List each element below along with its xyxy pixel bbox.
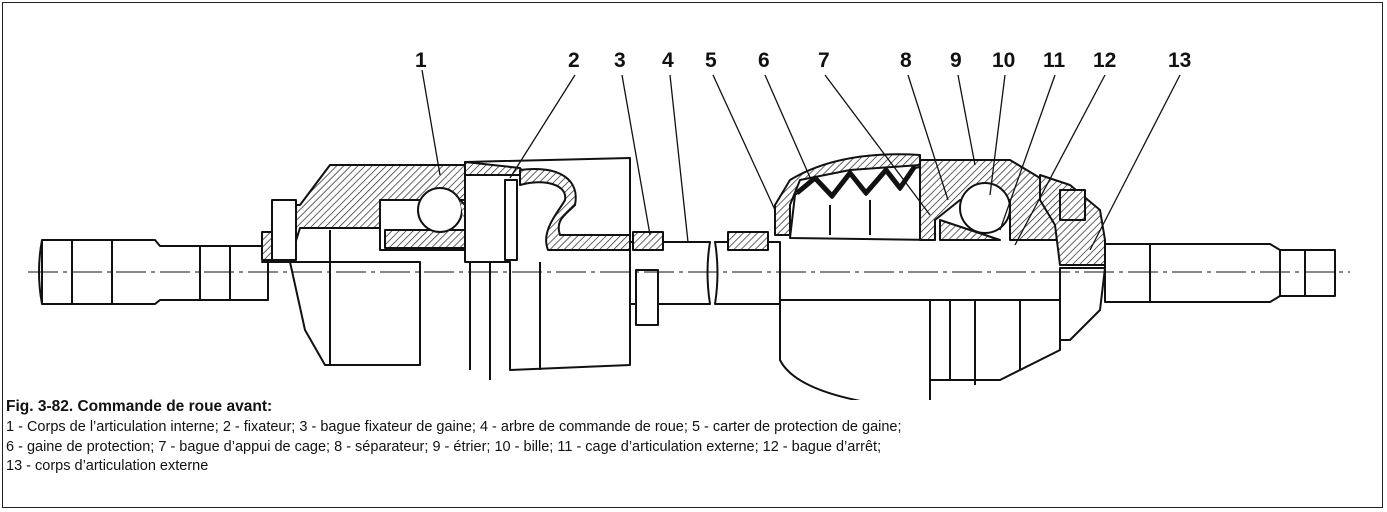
outer-boot [774, 153, 936, 400]
callout-5: 5 [705, 49, 717, 72]
callout-11: 11 [1043, 49, 1066, 72]
drive-shaft [629, 231, 781, 326]
caption-title: Fig. 3-82. Commande de roue avant: [6, 398, 273, 415]
callout-8: 8 [900, 49, 912, 72]
legend-item: 9 - étrier; [432, 438, 495, 455]
outer-joint [919, 159, 1061, 385]
figure-caption: Fig. 3-82. Commande de roue avant: 1 - C… [6, 397, 1378, 477]
callout-7: 7 [818, 49, 830, 72]
callout-1: 1 [415, 49, 427, 72]
legend-item: 10 - bille; [494, 438, 558, 455]
legend-item: 11 - cage d’articulation externe; [557, 438, 763, 455]
legend-item: 3 - bague fixateur de gaine; [299, 419, 480, 435]
legend-item: 6 - gaine de protection; [6, 438, 159, 455]
caption-legend: 1 - Corps de l’articulation interne; 2 -… [6, 418, 1378, 477]
callout-3: 3 [614, 49, 626, 72]
callout-10: 10 [992, 49, 1015, 72]
legend-item: 5 - carter de protection de gaine; [691, 419, 902, 435]
legend-item: 1 - Corps de l’articulation interne; [6, 419, 223, 435]
legend-item: 4 - arbre de commande de roue; [479, 419, 692, 435]
outer-joint-housing [1039, 174, 1336, 341]
inner-joint-cage [379, 187, 481, 251]
callout-6: 6 [758, 49, 770, 72]
legend-item: 2 - fixateur; [222, 419, 300, 435]
legend-item: 12 - bague d’arrêt; [762, 438, 882, 455]
inner-boot [464, 157, 631, 380]
callout-2: 2 [568, 49, 580, 72]
drive-shaft-drawing: 1 2 3 4 5 6 7 8 9 10 11 12 13 [28, 49, 1350, 400]
callout-13: 13 [1168, 49, 1191, 72]
callout-12: 12 [1093, 49, 1116, 72]
legend-item: 7 - bague d’appui de cage; [158, 438, 335, 455]
callout-leaders [421, 69, 1181, 251]
callout-4: 4 [662, 49, 674, 72]
legend-item: 8 - séparateur; [334, 438, 433, 455]
callout-9: 9 [950, 49, 962, 72]
legend-item: 13 - corps d’articulation externe [6, 458, 209, 474]
